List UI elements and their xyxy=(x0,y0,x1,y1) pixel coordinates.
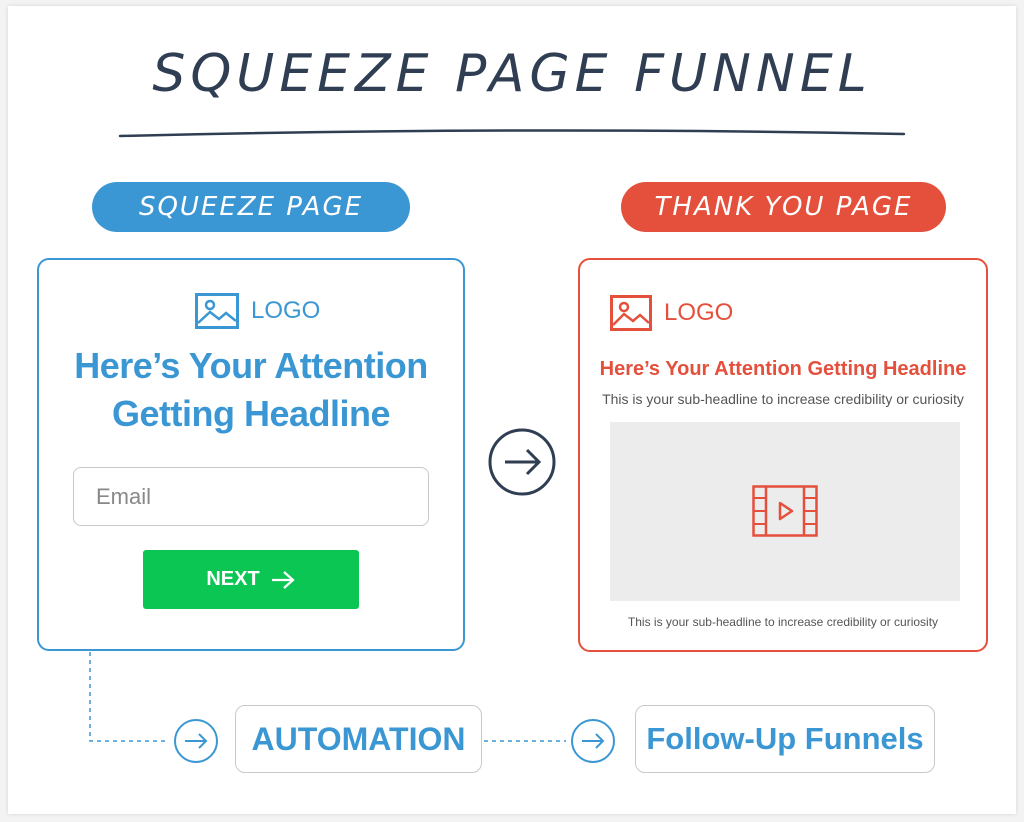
thank-you-page-card: LOGO Here’s Your Attention Getting Headl… xyxy=(578,258,988,652)
follow-up-funnels-box: Follow-Up Funnels xyxy=(635,705,935,773)
squeeze-page-pill: SQUEEZE PAGE xyxy=(92,182,410,232)
title-underline xyxy=(118,129,906,138)
logo-text: LOGO xyxy=(251,297,321,324)
email-field[interactable]: Email xyxy=(73,467,429,526)
squeeze-page-card: LOGO Here’s Your Attention Getting Headl… xyxy=(37,258,465,651)
thank-you-logo: LOGO xyxy=(610,295,733,331)
circle-arrow-icon xyxy=(571,719,615,763)
thank-you-subheadline: This is your sub-headline to increase cr… xyxy=(602,391,964,407)
logo-text: LOGO xyxy=(664,299,734,326)
circle-arrow-icon xyxy=(488,428,556,496)
automation-box: AUTOMATION xyxy=(235,705,482,773)
image-icon xyxy=(610,295,652,331)
image-icon xyxy=(195,293,239,329)
thank-you-page-pill: THANK YOU PAGE xyxy=(621,182,946,232)
squeeze-logo: LOGO xyxy=(195,293,320,329)
next-button-label: NEXT xyxy=(206,568,260,590)
headline-line-1: Here’s Your Attention xyxy=(74,345,428,386)
thank-you-headline: Here’s Your Attention Getting Headline xyxy=(599,358,967,380)
next-button[interactable]: NEXT xyxy=(143,550,359,609)
video-placeholder[interactable] xyxy=(610,422,960,601)
thank-you-subheadline-bottom: This is your sub-headline to increase cr… xyxy=(627,615,939,629)
diagram-title: SQUEEZE PAGE FUNNEL xyxy=(152,44,872,104)
circle-arrow-icon xyxy=(174,719,218,763)
squeeze-headline: Here’s Your Attention Getting Headline xyxy=(39,342,463,438)
arrow-right-icon xyxy=(271,570,295,589)
video-icon xyxy=(752,485,818,537)
headline-line-2: Getting Headline xyxy=(111,393,391,434)
